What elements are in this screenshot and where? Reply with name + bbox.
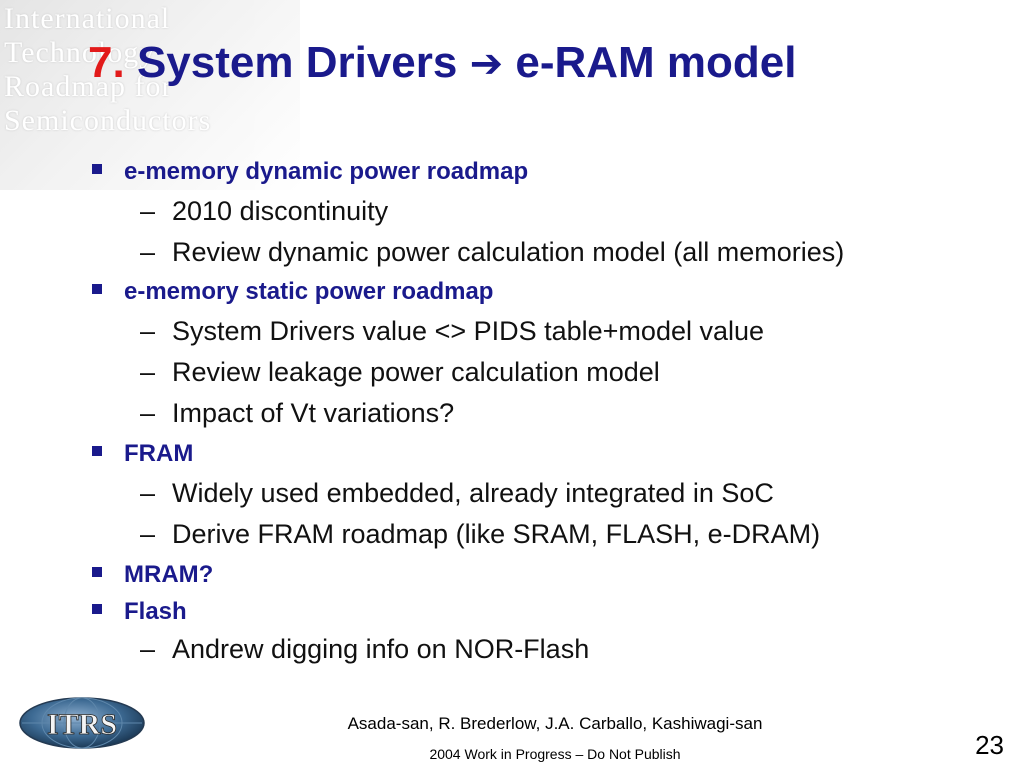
footer-authors: Asada-san, R. Brederlow, J.A. Carballo, … bbox=[347, 714, 763, 733]
dash-bullet-icon: – bbox=[140, 237, 156, 267]
footer-note: 2004 Work in Progress – Do Not Publish bbox=[429, 746, 681, 762]
bullet-text: FRAM bbox=[124, 440, 194, 467]
dash-bullet-icon: – bbox=[140, 478, 156, 508]
sub-bullet-item: –Widely used embedded, already integrate… bbox=[140, 478, 774, 509]
itrs-watermark-logo: International Technology Roadmap for Sem… bbox=[0, 0, 300, 190]
logo-text: ITRS bbox=[47, 708, 117, 741]
bullet-text: Flash bbox=[124, 598, 187, 625]
watermark-line: Roadmap for bbox=[4, 70, 173, 103]
sub-bullet-item: –System Drivers value <> PIDS table+mode… bbox=[140, 316, 764, 347]
square-bullet-icon bbox=[92, 566, 102, 577]
bullet-item: e-memory static power roadmap bbox=[92, 278, 493, 306]
title-number: 7. bbox=[88, 38, 125, 87]
watermark-line: International bbox=[4, 2, 171, 35]
bullet-text: e-memory dynamic power roadmap bbox=[124, 158, 529, 185]
dash-bullet-icon: – bbox=[140, 398, 156, 428]
arrow-right-icon: ➔ bbox=[469, 41, 504, 87]
slide-title: 7. System Drivers ➔ e-RAM model bbox=[88, 38, 796, 88]
dash-bullet-icon: – bbox=[140, 196, 156, 226]
square-bullet-icon bbox=[92, 445, 102, 456]
page-number: 23 bbox=[975, 730, 1004, 760]
sub-bullet-text: 2010 discontinuity bbox=[172, 196, 389, 226]
bullet-item: FRAM bbox=[92, 440, 193, 468]
watermark-line: Semiconductors bbox=[4, 104, 212, 137]
square-bullet-icon bbox=[92, 163, 102, 174]
sub-bullet-item: –Review leakage power calculation model bbox=[140, 357, 660, 388]
bullet-text: e-memory static power roadmap bbox=[124, 278, 494, 305]
sub-bullet-item: –Andrew digging info on NOR-Flash bbox=[140, 634, 589, 665]
dash-bullet-icon: – bbox=[140, 316, 156, 346]
sub-bullet-text: Review leakage power calculation model bbox=[172, 357, 660, 387]
title-text-after: e-RAM model bbox=[515, 38, 797, 87]
bullet-item: Flash bbox=[92, 598, 187, 626]
dash-bullet-icon: – bbox=[140, 519, 156, 549]
square-bullet-icon bbox=[92, 603, 102, 614]
sub-bullet-text: System Drivers value <> PIDS table+model… bbox=[172, 316, 765, 346]
sub-bullet-item: –Impact of Vt variations? bbox=[140, 398, 454, 429]
sub-bullet-text: Derive FRAM roadmap (like SRAM, FLASH, e… bbox=[172, 519, 821, 549]
sub-bullet-text: Review dynamic power calculation model (… bbox=[172, 237, 845, 267]
sub-bullet-text: Widely used embedded, already integrated… bbox=[172, 478, 774, 508]
sub-bullet-text: Impact of Vt variations? bbox=[172, 398, 455, 428]
sub-bullet-text: Andrew digging info on NOR-Flash bbox=[172, 634, 590, 664]
bullet-text: MRAM? bbox=[124, 561, 214, 588]
watermark-line: Technology bbox=[4, 36, 156, 69]
dash-bullet-icon: – bbox=[140, 357, 156, 387]
sub-bullet-item: –Derive FRAM roadmap (like SRAM, FLASH, … bbox=[140, 519, 820, 550]
itrs-logo: ITRS bbox=[19, 697, 145, 749]
sub-bullet-item: –Review dynamic power calculation model … bbox=[140, 237, 844, 268]
bullet-item: e-memory dynamic power roadmap bbox=[92, 158, 528, 186]
bullet-item: MRAM? bbox=[92, 561, 213, 589]
square-bullet-icon bbox=[92, 283, 102, 294]
title-text-before: System Drivers bbox=[136, 38, 458, 87]
sub-bullet-item: –2010 discontinuity bbox=[140, 196, 388, 227]
dash-bullet-icon: – bbox=[140, 634, 156, 664]
